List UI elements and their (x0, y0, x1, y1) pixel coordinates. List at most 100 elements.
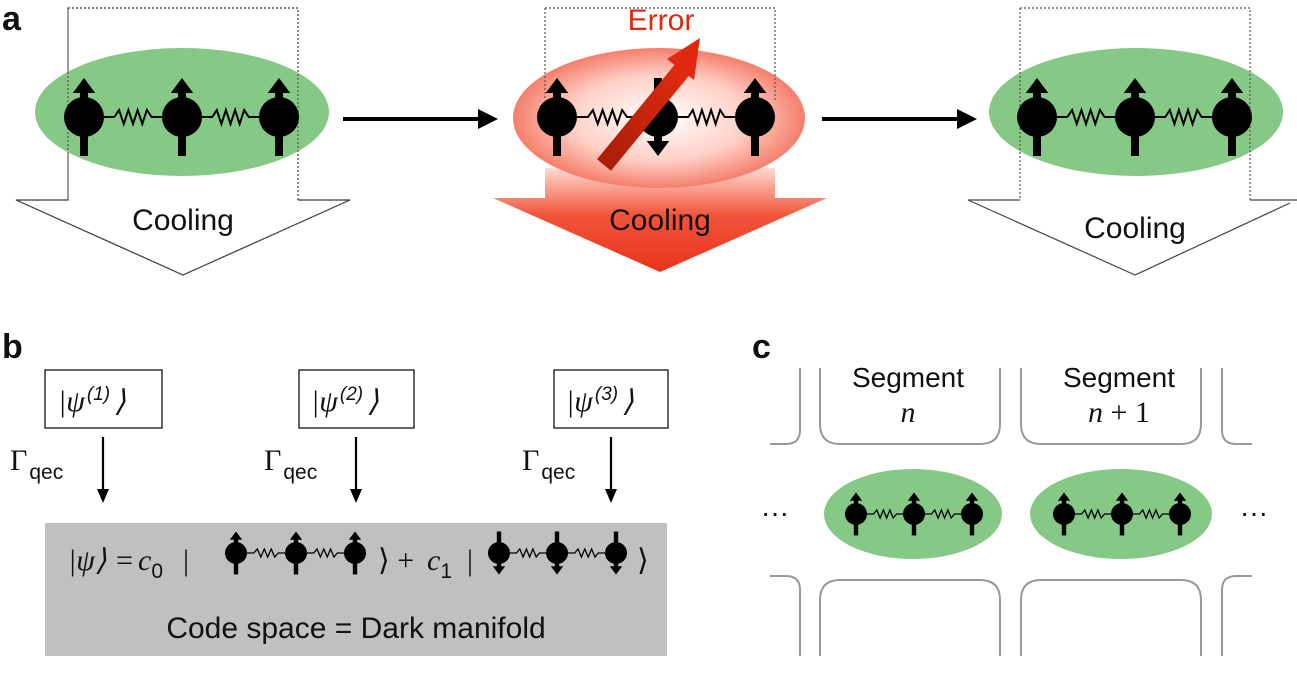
spring-coupling (1075, 508, 1111, 520)
spring-coupling (1133, 508, 1169, 520)
spin-up-ion (1169, 492, 1191, 536)
spin-up-ion (735, 78, 775, 156)
panel-c-letter: c (752, 328, 771, 366)
state-3-close: ⟩ (622, 385, 634, 418)
spin-down-ion (605, 531, 627, 575)
coeff-c0-symbol: c (138, 544, 151, 577)
ellipsis-left: ··· (761, 497, 789, 528)
svg-text:|ψ(3)⟩: |ψ(3)⟩ (566, 384, 634, 418)
coeff-c1-symbol: c (427, 544, 440, 577)
gamma-label-3: Γqec (522, 444, 575, 484)
gamma-label-1: Γqec (10, 444, 63, 484)
state-1-close: ⟩ (114, 385, 126, 418)
decay-arrow-1 (97, 437, 109, 503)
segment-n1-index: n + 1 (1088, 396, 1150, 429)
spring-coupling (577, 106, 638, 128)
segment-n1-rest: + 1 (1103, 396, 1150, 429)
spin-up-ion (259, 78, 299, 156)
cooling-label-right: Cooling (1084, 212, 1186, 245)
state-1-superscript: (1) (87, 384, 110, 405)
spin-up-ion (162, 78, 202, 156)
panel-a-letter: a (2, 0, 22, 38)
ellipsis-right: ··· (1240, 497, 1268, 528)
svg-text:|ψ(1)⟩: |ψ(1)⟩ (58, 384, 126, 418)
state-2-ket: |ψ (311, 385, 339, 418)
spring-coupling (1057, 106, 1115, 128)
spring-coupling (510, 547, 546, 559)
spin-up-ion (537, 78, 577, 156)
coeff-c1-sub: 1 (440, 560, 452, 583)
gamma-symbol-3: Γ (522, 444, 539, 477)
decay-arrow-2 (350, 437, 362, 503)
ket-plus: ⟩ + (378, 544, 414, 577)
svg-text:|ψ(2)⟩: |ψ(2)⟩ (311, 384, 379, 418)
state-3-ket: |ψ (566, 385, 594, 418)
segment-n1-var: n (1088, 396, 1103, 429)
spring-coupling (678, 106, 735, 128)
spin-up-ion (344, 531, 366, 575)
coeff-c0: c0 (138, 544, 163, 583)
panel-b-letter: b (2, 328, 23, 366)
segment-n1-label: Segment (1063, 362, 1175, 393)
spin-down-ion (546, 531, 568, 575)
gamma-sub-1: qec (29, 461, 63, 484)
spin-chain-all-up (225, 531, 366, 575)
state-equation-lhs: |ψ⟩ = (68, 544, 134, 577)
spring-coupling (1155, 106, 1212, 128)
spin-up-ion (285, 531, 307, 575)
cooling-arrow-middle (493, 168, 827, 272)
cooling-label-middle: Cooling (609, 204, 711, 237)
decay-arrow-3 (605, 437, 617, 503)
spin-up-ion (845, 492, 867, 536)
error-arrow (597, 38, 700, 171)
spring-coupling (867, 508, 903, 520)
coeff-c1: c1 (427, 544, 452, 583)
gamma-sub-2: qec (283, 461, 317, 484)
cooling-label-left: Cooling (132, 204, 234, 237)
spin-up-ion (225, 531, 247, 575)
process-arrow-1 (343, 109, 498, 129)
spin-chain-left (64, 78, 299, 156)
code-space-label: Code space = Dark manifold (166, 612, 545, 645)
state-box-1: |ψ(1)⟩ (44, 369, 163, 429)
spin-up-ion (1111, 492, 1133, 536)
state-3-superscript: (3) (595, 384, 618, 405)
spring-coupling (568, 547, 605, 559)
gamma-label-2: Γqec (264, 444, 317, 484)
spin-up-ion (1212, 78, 1252, 156)
segment-n-label: Segment (852, 362, 964, 393)
spin-chain-right (1017, 78, 1252, 156)
spin-chain-segment-n1 (1053, 492, 1191, 536)
coeff-c0-sub: 0 (151, 560, 163, 583)
spring-coupling (247, 547, 285, 559)
spin-chain-middle (537, 78, 775, 156)
spin-up-ion (1115, 78, 1155, 156)
gamma-symbol-2: Γ (264, 444, 281, 477)
spring-coupling (307, 547, 344, 559)
cooling-arrow-left-outline (67, 7, 299, 200)
spring-coupling (202, 106, 259, 128)
spring-coupling (104, 106, 162, 128)
error-label: Error (628, 4, 695, 37)
gamma-sub-3: qec (541, 461, 575, 484)
state-2-close: ⟩ (367, 385, 379, 418)
state-1-ket: |ψ (58, 385, 86, 418)
spin-chain-all-down (488, 531, 627, 575)
spin-up-ion (1053, 492, 1075, 536)
spin-down-ion (488, 531, 510, 575)
state-2-superscript: (2) (340, 384, 363, 405)
cooling-arrow-middle-outline (544, 7, 776, 100)
gamma-symbol-1: Γ (10, 444, 27, 477)
electrode-top-row (770, 368, 1252, 445)
spin-up-ion (903, 492, 925, 536)
process-arrow-2 (822, 109, 977, 129)
spin-up-ion (1017, 78, 1057, 156)
ket-bar-2: | (467, 544, 473, 577)
state-box-3: |ψ(3)⟩ (553, 369, 669, 429)
spring-coupling (925, 508, 961, 520)
segment-n-index: n (901, 396, 916, 429)
electrode-bottom-row (770, 575, 1252, 656)
ket-close-final: ⟩ (637, 544, 649, 577)
spin-up-ion (961, 492, 983, 536)
